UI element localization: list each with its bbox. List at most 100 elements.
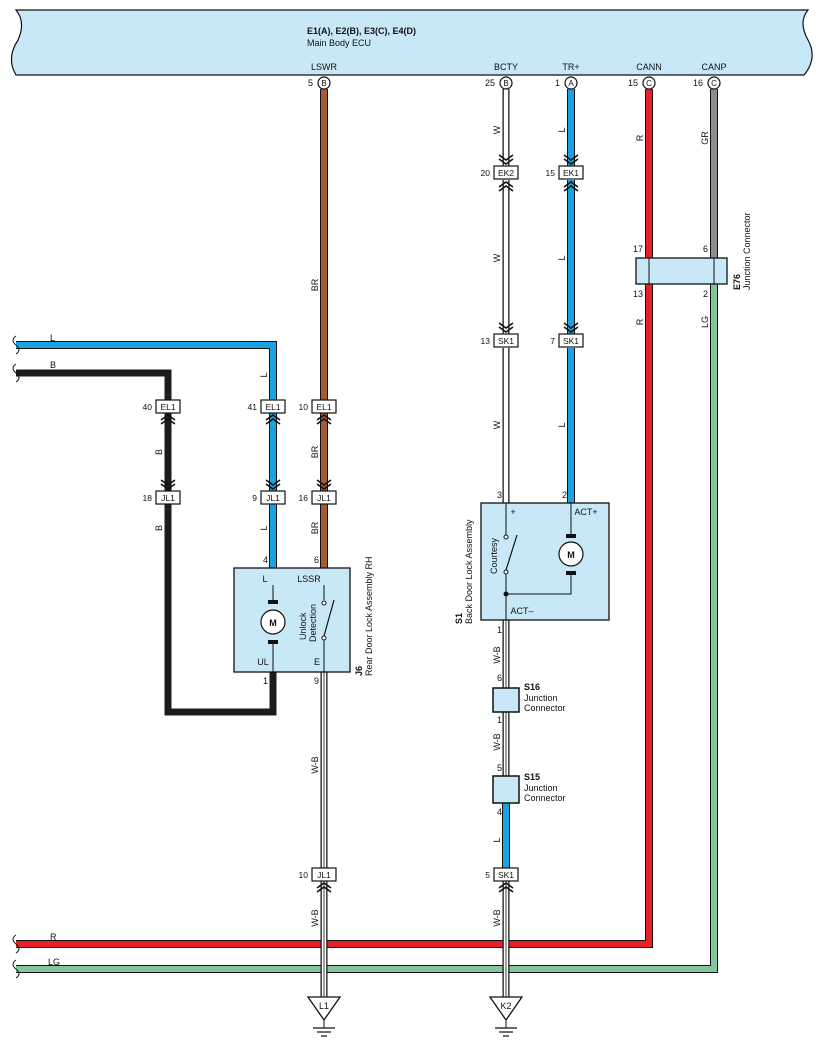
pin-conn-letter: B [321, 79, 326, 88]
connector-id: SK1 [498, 336, 514, 346]
j6-switch-label: Detection [308, 604, 318, 642]
wire-color-labels: BR W W W L L L R R GR LG B B L L BR BR W… [48, 125, 710, 967]
wire-label: L [259, 372, 269, 377]
connector-el1-40: EL1 40 [143, 399, 181, 425]
unlock-detection-switch-icon [321, 599, 335, 641]
j6-terminal: UL [257, 657, 269, 667]
connector-pin: 18 [143, 493, 153, 503]
j6-switch-label: Unlock [298, 612, 308, 640]
j6-name: Rear Door Lock Assembly RH [364, 556, 374, 676]
wire-label: BR [310, 445, 320, 458]
connector-id: EK1 [563, 168, 579, 178]
pin-conn-letter: B [503, 79, 508, 88]
motor-icon: M [260, 600, 286, 644]
terminal-bcty-name: BCTY [494, 62, 518, 72]
ground-label: K2 [500, 1001, 511, 1011]
wire-label: W [492, 253, 502, 262]
s16-code: S16 [524, 682, 540, 692]
connector-sk1-7: SK1 7 [550, 322, 584, 348]
ground-l1-icon: L1 [306, 996, 342, 1037]
wire-label: W-B [492, 909, 502, 926]
wire-label: W-B [310, 756, 320, 773]
connector-pin: 7 [550, 336, 555, 346]
s15-label: Junction [524, 783, 558, 793]
connector-el1-41: EL1 41 [248, 399, 286, 425]
wire-label: R [635, 134, 645, 141]
terminal-trp-name: TR+ [562, 62, 579, 72]
connector-pin: 16 [299, 493, 309, 503]
terminal-cann-name: CANN [636, 62, 662, 72]
motor-label: M [269, 618, 277, 628]
connector-ek1: EK1 15 [546, 154, 584, 192]
connector-id: EL1 [265, 402, 280, 412]
s1-name: Back Door Lock Assembly [464, 519, 474, 624]
wire-label: GR [700, 131, 710, 145]
connector-id: JL1 [317, 493, 331, 503]
s1-terminal: + [510, 507, 515, 517]
j6-pin: 4 [263, 555, 268, 565]
connector-jl1-10: JL1 10 [299, 867, 337, 893]
wire-label: LG [48, 957, 60, 967]
connector-pin: 10 [299, 870, 309, 880]
pin-conn-letter: A [568, 79, 574, 88]
connector-pin: 40 [143, 402, 153, 412]
e76-code: E76 [732, 274, 742, 290]
s15-pin: 5 [497, 763, 502, 773]
connector-id: JL1 [266, 493, 280, 503]
e76-name: Junction Connector [742, 212, 752, 290]
s1-switch-label: Courtesy [489, 537, 499, 574]
e76-pin: 6 [703, 244, 708, 254]
wire-label: L [557, 255, 567, 260]
wire-label: W-B [492, 733, 502, 750]
connector-jl1-18: JL1 18 [143, 479, 181, 505]
wire-label: W [492, 420, 502, 429]
s15-label: Connector [524, 793, 566, 803]
connector-pin: 10 [299, 402, 309, 412]
connector-jl1-9: JL1 9 [252, 479, 286, 505]
connector-pin: 9 [252, 493, 257, 503]
wire-canp [16, 89, 718, 973]
s16-label: Junction [524, 693, 558, 703]
s1-pin: 1 [497, 625, 502, 635]
wire-break-marks [12, 335, 20, 979]
connector-id: JL1 [161, 493, 175, 503]
s1-pin: 2 [562, 490, 567, 500]
connector-id: SK1 [563, 336, 579, 346]
s16-pin: 1 [497, 715, 502, 725]
ground-label: L1 [319, 1001, 329, 1011]
s15-code: S15 [524, 772, 540, 782]
connector-el1-10: EL1 10 [299, 399, 337, 425]
wire-cann-r [16, 89, 653, 948]
pin-conn-letter: C [646, 79, 652, 88]
s1-pin: 3 [497, 490, 502, 500]
j6-pin: 1 [263, 676, 268, 686]
e76-pin: 2 [703, 289, 708, 299]
terminal-trp-pin: 1 [555, 78, 560, 88]
junction-connector-s16: 6 1 S16 Junction Connector [492, 673, 566, 725]
junction-connector-e76: 17 6 13 2 E76 Junction Connector [633, 212, 752, 299]
junction-connector-s15: 5 4 S15 Junction Connector [492, 763, 566, 817]
j6-terminal: LSSR [297, 574, 321, 584]
connector-sk1-5: SK1 5 [485, 867, 519, 893]
connector-id: EL1 [316, 402, 331, 412]
connector-pin: 41 [248, 402, 258, 412]
wire-label: W-B [310, 909, 320, 926]
s16-label: Connector [524, 703, 566, 713]
wire-label: W [492, 125, 502, 134]
rear-door-lock-assembly-j6: 4 6 1 9 L LSSR UL E M Unlock Detection J… [233, 555, 374, 686]
terminal-canp-name: CANP [701, 62, 726, 72]
terminal-canp-pin: 16 [693, 78, 703, 88]
terminal-bcty-pin: 25 [485, 78, 495, 88]
wire-label: B [154, 449, 164, 455]
ground-k2-icon: K2 [488, 996, 524, 1037]
terminal-lswr-name: LSWR [311, 62, 338, 72]
wire-label: B [154, 525, 164, 531]
wire-left-l [16, 341, 277, 568]
wire-label: L [557, 127, 567, 132]
connector-pin: 20 [481, 168, 491, 178]
wire-label: BR [310, 521, 320, 534]
motor-icon: M [558, 534, 584, 575]
connector-jl1-16: JL1 16 [299, 479, 337, 505]
s16-pin: 6 [497, 673, 502, 683]
j6-pin: 6 [314, 555, 319, 565]
